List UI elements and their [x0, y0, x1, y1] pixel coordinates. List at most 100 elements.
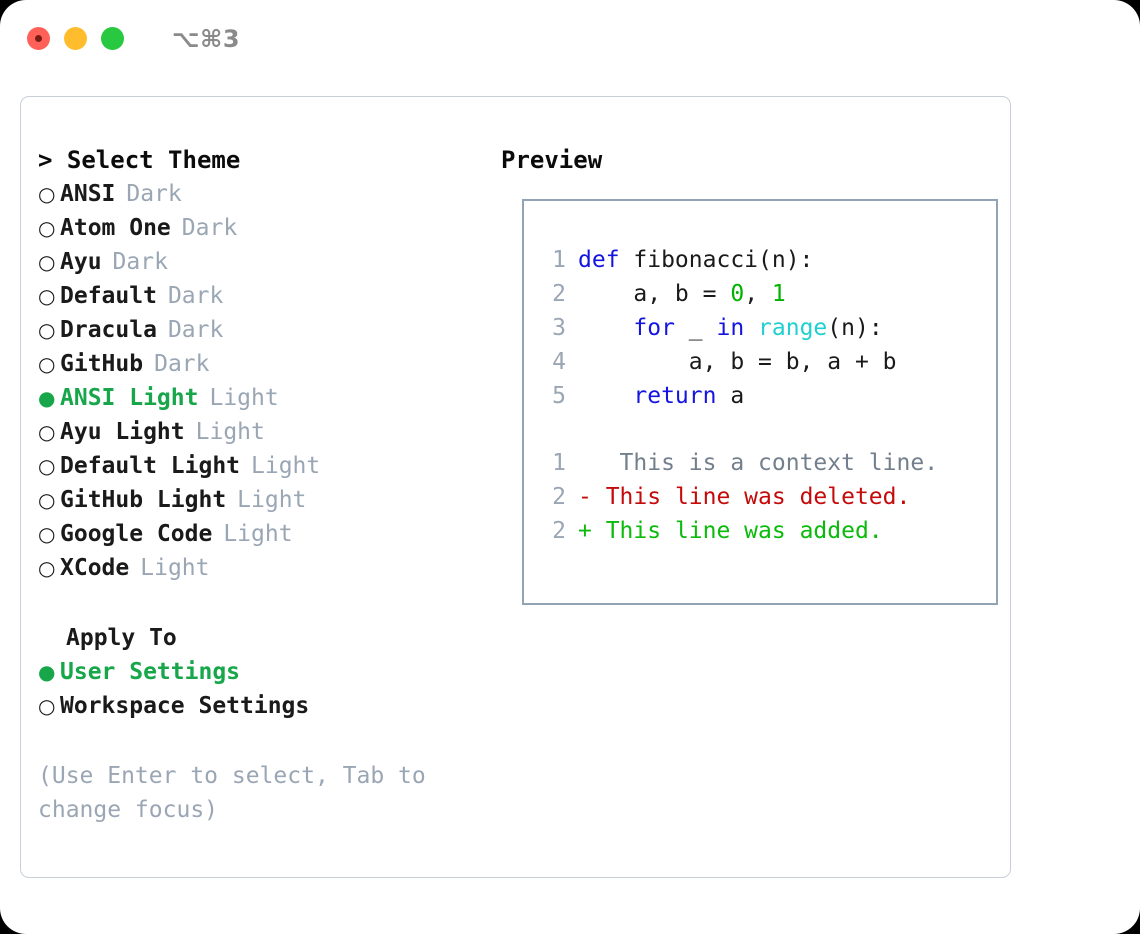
diff-line-number: 1	[552, 450, 566, 476]
code-token-plain: _	[674, 315, 717, 341]
preview-header: Preview	[501, 146, 603, 174]
code-token-plain	[578, 315, 633, 341]
radio-empty-icon: ○	[38, 522, 56, 546]
theme-variant-badge: Light	[237, 487, 307, 513]
theme-variant-badge: Dark	[126, 181, 182, 207]
minimize-button-icon[interactable]	[64, 27, 87, 50]
code-token-plain: a, b =	[578, 281, 731, 307]
radio-empty-icon: ○	[38, 216, 56, 240]
theme-name-label: ANSI	[60, 181, 116, 207]
apply-to-option[interactable]: ●User Settings	[38, 655, 478, 689]
apply-to-options[interactable]: ●User Settings○Workspace Settings	[38, 655, 478, 723]
theme-name-label: Default	[60, 283, 157, 309]
code-line-content: a, b = b, a + b	[578, 345, 897, 379]
diff-line-content: This line was deleted.	[591, 484, 911, 510]
theme-name-label: GitHub Light	[60, 487, 227, 513]
theme-list-item[interactable]: ○Ayu Light Light	[38, 415, 478, 449]
theme-name-label: Atom One	[60, 215, 171, 241]
theme-name-label: GitHub	[60, 351, 144, 377]
theme-list-item[interactable]: ○Google Code Light	[38, 517, 478, 551]
diff-line-number: 2	[552, 518, 566, 544]
theme-name-label: Dracula	[60, 317, 157, 343]
theme-list-item[interactable]: ○GitHub Light Light	[38, 483, 478, 517]
theme-variant-badge: Dark	[167, 317, 224, 343]
radio-empty-icon: ○	[38, 488, 56, 512]
theme-list-item[interactable]: ○XCode Light	[38, 551, 478, 585]
code-line-content: a, b = 0, 1	[578, 277, 786, 311]
code-token-num: 1	[771, 281, 786, 307]
diff-line: 2 + This line was added.	[536, 514, 986, 548]
diff-marker: +	[578, 518, 592, 544]
radio-empty-icon: ○	[38, 454, 56, 478]
code-line-content: def fibonacci(n):	[578, 243, 813, 277]
code-token-plain: (n):	[827, 315, 883, 341]
code-line: 1 def fibonacci(n):	[536, 243, 986, 277]
maximize-button-icon[interactable]	[101, 27, 124, 50]
select-theme-header: > Select Theme	[38, 146, 241, 174]
diff-line-content: This is a context line.	[591, 450, 939, 476]
diff-line: 1 This is a context line.	[536, 446, 986, 480]
theme-name-label: XCode	[60, 555, 130, 581]
radio-empty-icon: ○	[38, 420, 56, 444]
code-line: 2 a, b = 0, 1	[536, 277, 986, 311]
traffic-lights	[27, 27, 124, 50]
diff-line-content: This line was added.	[591, 518, 883, 544]
code-token-kw: for	[633, 315, 675, 341]
theme-list-item[interactable]: ○Ayu Dark	[38, 245, 478, 279]
code-token-kw: def	[578, 247, 620, 273]
theme-variant-badge: Dark	[154, 351, 210, 377]
theme-name-label: Ayu	[60, 249, 102, 275]
code-line: 5 return a	[536, 379, 986, 413]
theme-variant-badge: Light	[251, 453, 321, 479]
code-line-number: 1	[552, 247, 566, 273]
code-token-kw: in	[716, 315, 745, 341]
code-token-plain: a, b = b, a + b	[578, 349, 897, 375]
code-line-number: 2	[552, 281, 566, 307]
code-token-plain: ,	[744, 281, 772, 307]
radio-selected-icon: ●	[38, 386, 56, 410]
diff-line: 2- This line was deleted.	[536, 480, 986, 514]
code-line-content: for _ in range(n):	[578, 311, 883, 345]
radio-empty-icon: ○	[38, 556, 56, 580]
theme-list-item[interactable]: ●ANSI Light Light	[38, 381, 478, 415]
title-bar: ⌥⌘3	[0, 0, 1140, 77]
code-token-plain: a	[716, 383, 745, 409]
code-line: 4 a, b = b, a + b	[536, 345, 986, 379]
theme-name-label: ANSI Light	[60, 385, 199, 411]
theme-variant-badge: Light	[209, 385, 279, 411]
code-line-content: return a	[578, 379, 744, 413]
theme-name-label: Default Light	[60, 453, 241, 479]
code-token-plain: fibonacci(n):	[619, 247, 814, 273]
theme-variant-badge: Light	[195, 419, 265, 445]
apply-to-option-label: User Settings	[60, 659, 241, 685]
theme-variant-badge: Light	[140, 555, 210, 581]
code-line: 3 for _ in range(n):	[536, 311, 986, 345]
theme-variant-badge: Dark	[112, 249, 168, 275]
radio-empty-icon: ○	[38, 250, 56, 274]
theme-variant-badge: Dark	[167, 283, 224, 309]
keyboard-hint-text: (Use Enter to select, Tab to change focu…	[38, 763, 440, 823]
theme-variant-badge: Light	[223, 521, 293, 547]
close-button-icon[interactable]	[27, 27, 50, 50]
code-token-plain	[578, 383, 633, 409]
theme-list-item[interactable]: ○Default Light Light	[38, 449, 478, 483]
code-token-kw: return	[633, 383, 717, 409]
apply-to-title: Apply To	[66, 625, 177, 651]
theme-name-label: Google Code	[60, 521, 213, 547]
code-line-number: 3	[552, 315, 566, 341]
theme-name-label: Ayu Light	[60, 419, 185, 445]
diff-sample: 1 This is a context line.2- This line wa…	[536, 446, 986, 548]
apply-to-option-label: Workspace Settings	[60, 693, 310, 719]
radio-empty-icon: ○	[38, 694, 56, 718]
diff-marker	[578, 446, 592, 480]
apply-to-option[interactable]: ○Workspace Settings	[38, 689, 478, 723]
